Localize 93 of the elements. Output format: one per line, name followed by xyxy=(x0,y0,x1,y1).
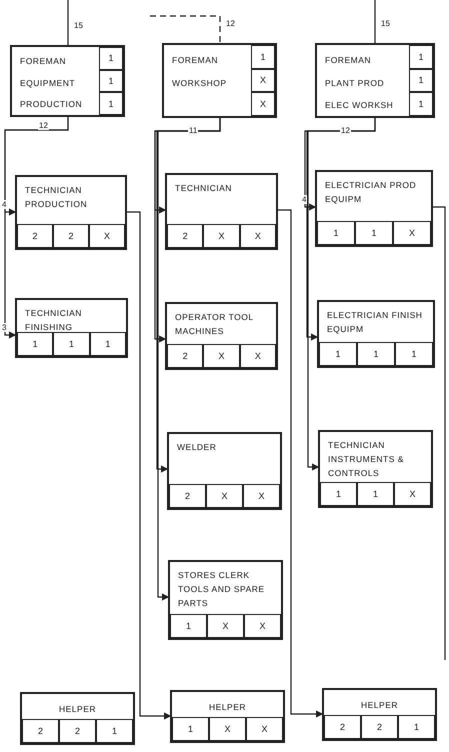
edge-label: 3 xyxy=(1,323,8,332)
position-box xyxy=(168,560,283,640)
count-cell: 1 xyxy=(317,221,355,245)
count-cell: 1 xyxy=(96,719,133,743)
count-cell: X xyxy=(209,717,246,741)
count-cell: X xyxy=(206,484,243,508)
position-box xyxy=(10,45,125,117)
connector-line xyxy=(157,118,221,601)
job-title: FOREMAN WORKSHOP xyxy=(172,54,228,90)
count-cell: X xyxy=(203,224,240,248)
job-title: STORES CLERK TOOLS AND SPARE PARTS xyxy=(178,569,266,610)
count-cell: 1 xyxy=(99,92,123,115)
job-title: TECHNICIAN PRODUCTION xyxy=(25,184,88,211)
position-box xyxy=(322,688,437,741)
edge-label: 4 xyxy=(1,200,8,209)
job-title: HELPER xyxy=(208,701,247,714)
count-cell: 1 xyxy=(170,614,207,638)
count-cell: 2 xyxy=(167,344,204,368)
job-title: WELDER xyxy=(177,441,218,454)
connector-line xyxy=(374,0,376,43)
count-cell: 2 xyxy=(324,715,361,739)
count-label: 12 xyxy=(38,121,49,130)
position-box xyxy=(20,692,135,745)
job-title: FOREMAN EQUIPMENT PRODUCTION xyxy=(20,55,84,112)
position-box xyxy=(167,432,282,510)
job-title: ELECTRICIAN FINISH EQUIPM xyxy=(327,309,424,336)
connector-line xyxy=(307,118,376,471)
connector-line xyxy=(433,206,446,660)
count-cell: 1 xyxy=(99,70,123,92)
count-cell: 2 xyxy=(167,224,204,248)
count-cell: X xyxy=(246,717,283,741)
job-title: HELPER xyxy=(360,699,399,712)
count-cell: X xyxy=(89,224,125,248)
count-cell: 1 xyxy=(355,221,393,245)
count-cell: 1 xyxy=(409,45,433,69)
position-box xyxy=(15,298,128,358)
job-title: TECHNICIAN xyxy=(175,182,233,195)
position-box xyxy=(315,170,433,247)
count-cell: 1 xyxy=(99,47,123,70)
count-cell: 1 xyxy=(172,717,209,741)
connector-line xyxy=(67,0,69,45)
count-cell: X xyxy=(240,224,276,248)
job-title: HELPER xyxy=(58,703,97,716)
position-box xyxy=(170,690,285,743)
count-cell: X xyxy=(394,482,431,506)
position-box xyxy=(318,430,433,508)
count-cell: X xyxy=(203,344,240,368)
position-box xyxy=(315,43,435,118)
count-cell: X xyxy=(251,68,275,92)
edge-label: 4 xyxy=(301,195,308,204)
connector-line xyxy=(278,209,324,718)
count-label: 12 xyxy=(340,126,351,135)
connector-line xyxy=(127,211,172,720)
count-cell: X xyxy=(243,484,280,508)
count-cell: X xyxy=(393,221,431,245)
job-title: FOREMAN PLANT PROD ELEC WORKSH xyxy=(325,54,394,112)
count-cell: 1 xyxy=(17,332,54,356)
position-box xyxy=(15,175,127,250)
count-cell: 2 xyxy=(59,719,96,743)
count-cell: 1 xyxy=(395,342,433,366)
edge-label: 15 xyxy=(380,19,391,28)
count-label: 11 xyxy=(188,126,198,135)
count-cell: 2 xyxy=(169,484,206,508)
count-cell: 2 xyxy=(361,715,398,739)
count-cell: 2 xyxy=(17,224,53,248)
job-title: TECHNICIAN FINISHING xyxy=(25,307,83,334)
job-title: TECHNICIAN INSTRUMENTS & CONTROLS xyxy=(328,439,405,480)
count-cell: 1 xyxy=(357,482,394,506)
count-cell: X xyxy=(244,614,281,638)
connector-line xyxy=(150,15,221,43)
count-cell: 1 xyxy=(251,45,275,69)
position-box xyxy=(165,173,278,250)
count-cell: 1 xyxy=(90,332,126,356)
edge-label: 12 xyxy=(225,19,236,28)
count-cell: 2 xyxy=(22,719,59,743)
position-box xyxy=(162,43,277,118)
count-cell: X xyxy=(207,614,244,638)
count-cell: 1 xyxy=(398,715,435,739)
connector-line xyxy=(4,117,69,339)
count-cell: 1 xyxy=(409,68,433,92)
count-cell: X xyxy=(240,344,276,368)
position-box xyxy=(317,300,435,368)
job-title: ELECTRICIAN PROD EQUIPM xyxy=(325,179,418,206)
job-title: OPERATOR TOOL MACHINES xyxy=(175,311,254,338)
count-cell: 1 xyxy=(357,342,395,366)
count-cell: 1 xyxy=(53,332,90,356)
count-cell: 1 xyxy=(319,342,357,366)
count-cell: 1 xyxy=(320,482,357,506)
count-cell: 1 xyxy=(409,92,433,116)
count-cell: 2 xyxy=(53,224,89,248)
position-box xyxy=(165,302,278,370)
edge-label: 15 xyxy=(73,21,84,30)
count-cell: X xyxy=(251,92,275,116)
